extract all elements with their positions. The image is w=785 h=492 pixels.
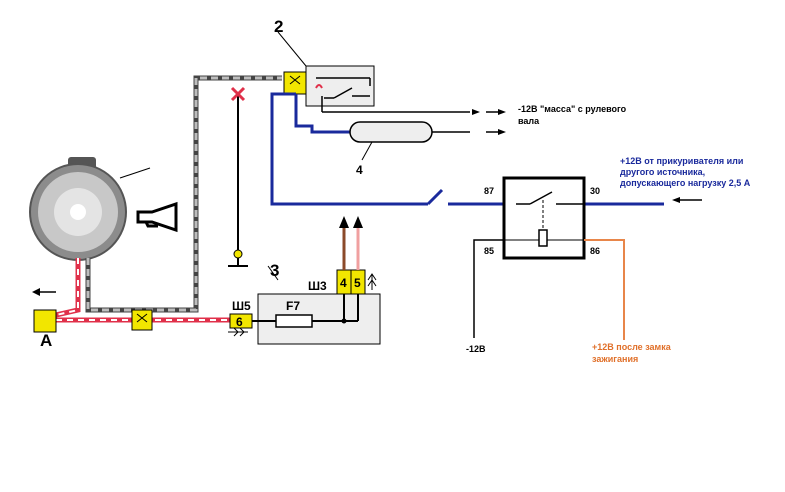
ign-text-1: +12В после замка xyxy=(592,342,672,352)
pin-6-label: 6 xyxy=(236,315,243,329)
switch-ground-wire: -12В "масса" с рулевого вала xyxy=(321,96,627,126)
pin-4-label: 4 xyxy=(340,276,347,290)
ground-wire xyxy=(228,86,248,267)
connector-a: A xyxy=(32,288,57,350)
relay: 87 30 85 86 xyxy=(484,176,600,260)
horn xyxy=(29,157,151,261)
horn-center xyxy=(70,204,86,220)
sensor-capsule: 4 xyxy=(349,121,506,177)
plus12-source: +12В от прикуривателя или другого источн… xyxy=(620,156,751,203)
fuse-block-number: 3 xyxy=(270,261,279,280)
sh3-label: Ш3 xyxy=(308,279,327,293)
plus12-text-1: +12В от прикуривателя или xyxy=(620,156,743,166)
horn-switch: 2 xyxy=(274,17,375,107)
sh5-label: Ш5 xyxy=(232,299,251,313)
sensor-number: 4 xyxy=(356,163,363,177)
plus12-text-3: допускающего нагрузку 2,5 А xyxy=(620,178,751,188)
pin-5-label: 5 xyxy=(354,276,361,290)
blue-wire xyxy=(270,92,664,206)
horn-leader xyxy=(119,167,151,179)
minus12-wire: -12В xyxy=(466,239,504,354)
minus12-text: -12В xyxy=(466,344,486,354)
connector-a-label: A xyxy=(40,331,52,350)
relay-30: 30 xyxy=(590,186,600,196)
ground-text-2: вала xyxy=(518,116,540,126)
ign-text-2: зажигания xyxy=(592,354,638,364)
ignition-wire: +12В после замка зажигания xyxy=(584,239,672,364)
ground-text-1: -12В "масса" с рулевого xyxy=(518,104,627,114)
gray-wire xyxy=(85,75,282,313)
relay-87: 87 xyxy=(484,186,494,196)
fuse-label: F7 xyxy=(286,299,300,313)
relay-85: 85 xyxy=(484,246,494,256)
fuse-block: 3 6 Ш5 F7 4 5 Ш3 xyxy=(228,216,381,345)
inline-connector xyxy=(131,309,153,331)
relay-86: 86 xyxy=(590,246,600,256)
plus12-text-2: другого источника, xyxy=(620,167,705,177)
horn-symbol-icon xyxy=(136,201,178,233)
switch-number: 2 xyxy=(274,17,283,36)
